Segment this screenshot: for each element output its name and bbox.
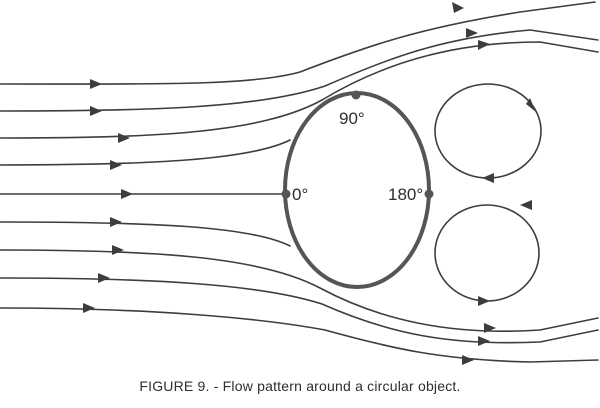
arrow-icon <box>526 98 536 112</box>
arrow-icon <box>478 296 490 306</box>
arrow-icon <box>478 40 490 50</box>
streamline-6 <box>0 221 291 247</box>
arrow-icon <box>98 273 110 283</box>
upper-eddy <box>434 83 542 179</box>
streamline-4 <box>0 139 291 166</box>
arrow-icon <box>118 133 130 143</box>
label-90-deg: 90° <box>339 109 365 128</box>
streamline-9 <box>0 307 599 363</box>
label-180-deg: 180° <box>388 185 423 204</box>
arrow-icon <box>484 323 496 333</box>
streamline-7 <box>0 249 599 333</box>
arrow-icon <box>90 106 102 116</box>
flow-arrows <box>83 2 536 365</box>
arrow-icon <box>478 336 490 346</box>
arrow-icon <box>466 28 478 38</box>
arrow-icon <box>112 245 124 255</box>
point-90-deg <box>351 90 361 100</box>
arrow-icon <box>482 173 494 183</box>
arrow-icon <box>462 355 474 365</box>
arrow-icon <box>110 160 122 170</box>
point-180-deg <box>424 189 434 199</box>
arrow-icon <box>90 79 102 89</box>
lower-eddy <box>434 204 540 302</box>
streamline-3 <box>0 41 599 139</box>
streamline-8 <box>0 277 599 344</box>
streamline-1 <box>0 1 596 85</box>
figure-caption: FIGURE 9. - Flow pattern around a circul… <box>139 378 461 394</box>
arrow-icon <box>83 303 95 313</box>
arrow-icon <box>452 2 464 13</box>
arrow-icon <box>520 200 532 210</box>
streamline-2 <box>0 29 599 112</box>
point-0-deg <box>281 189 291 199</box>
arrow-icon <box>121 189 133 199</box>
label-0-deg: 0° <box>292 185 308 204</box>
arrow-icon <box>110 217 122 227</box>
